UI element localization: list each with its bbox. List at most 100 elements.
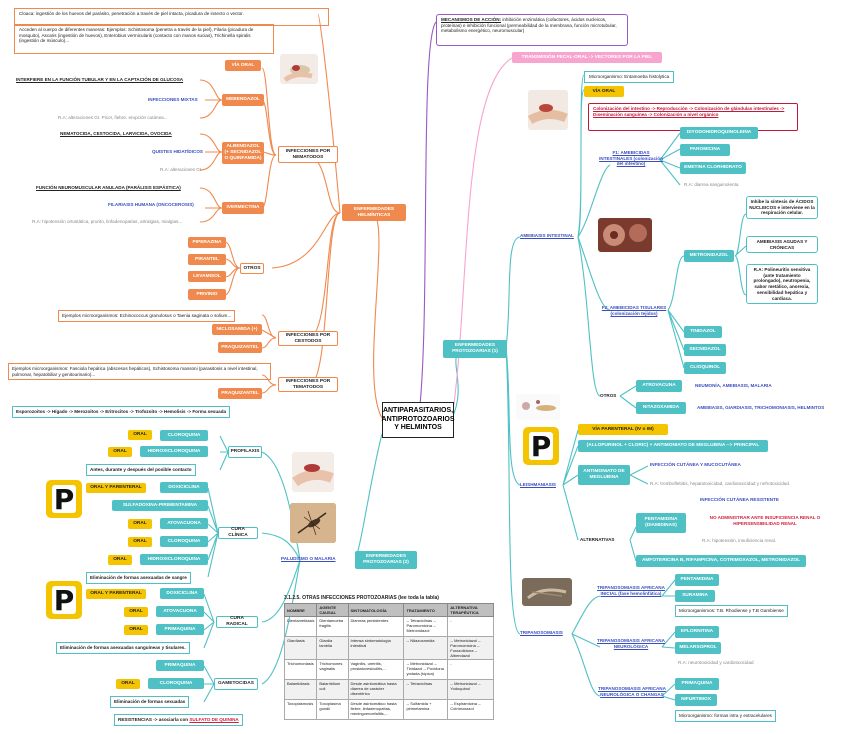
nitazoxamida-infection: AMEBIASIS, GIARDIASIS, TRICHOMONIASIS, H…	[697, 405, 825, 410]
leish-combo: (ALLOPURINOL + CLORIC) + ANTIMONIATO DE …	[578, 440, 768, 452]
malaria-cycle: Esporozoitos -> Hígado -> Merozoitos -> …	[12, 406, 231, 418]
leish-via: VÍA PARENTERAL (IV o IM)	[578, 424, 668, 435]
helm-via-oral: VÍA ORAL	[225, 60, 261, 71]
tripa3-primaquina: PRIMAQUINA	[675, 678, 719, 690]
table-row: Dientamebiasis Dientamoeba fragilis Diar…	[283, 616, 494, 637]
nitazoxamida-drug: NITAZOXAMIDA	[636, 402, 686, 414]
leish-photo	[516, 394, 560, 420]
metro-ra: R.A: Polineuritis sensitiva (ante tratam…	[746, 264, 818, 305]
table-cell: Balantidium coli	[316, 679, 349, 700]
table-row: Trichomoniasis Trichomones vaginalis Vag…	[283, 659, 494, 680]
table-header: NOMBRE	[283, 603, 318, 617]
table-cell: -- Metronidazol -- Paromomicina -- Furaz…	[447, 636, 494, 660]
table-cell: -- Espiramicina -- Cotrimoxazol	[447, 699, 494, 720]
pill-hand-photo	[528, 90, 568, 130]
tinidazol-drug: TINIDAZOL	[684, 326, 722, 338]
pentamidina-ra: R.A: hipotensión, insuficiencia renal.	[702, 538, 777, 543]
cura-radical-node: CURA RADICAL	[216, 616, 258, 628]
pentamidina-warning: NO ADMINISTRAR ANTE INSUFICIENCIA RENAL …	[709, 515, 821, 526]
atrovacuna-drug: ATROVACUNA	[636, 380, 682, 392]
g-primaquina: PRIMAQUINA	[156, 660, 204, 671]
cura-clinica-note: Eliminación de formas asexuadas de sangr…	[86, 572, 191, 584]
parenteral-p-icon: P	[523, 427, 559, 465]
tripa1-micro: Microorganismos: T.B. Rhodiense y T.B Ga…	[675, 605, 788, 617]
protozoa2-branch: ENFERMEDADES PROTOZOARIAS (2)	[355, 551, 417, 569]
cr-route-1: ORAL Y PARENTERAL	[86, 589, 146, 599]
mosquito-photo	[290, 503, 336, 543]
cc-route-3: ORAL	[128, 519, 152, 529]
mebendazol-ra: R.A: alteraciones GI. Picor, fiebre, eru…	[58, 115, 168, 120]
amoeba-photo	[598, 218, 652, 252]
cr-route-3: ORAL	[124, 625, 148, 635]
table-header: ALTERNATIVA TERAPÉUTICA	[447, 603, 494, 617]
table-cell: -- Tetraciclinas	[403, 679, 449, 700]
table-cell: Trichomoniasis	[283, 659, 318, 680]
albendazol-infection: QUISTES HIDATÍDICOS	[152, 149, 203, 154]
gametocidas-note: Eliminación de formas sexuadas	[110, 696, 190, 708]
albendazol-ra: R.A: alteraciones GI.	[160, 167, 203, 172]
cc-cloroquina: CLOROQUINA	[160, 536, 208, 547]
leishmaniasis-node: LEISHMANIASIS	[520, 482, 556, 487]
table-cell: Dientamoeba fragilis	[316, 616, 349, 637]
antimoniato-infection: INFECCIÓN CUTÁNEA Y MUCOCUTÁNEA	[650, 462, 741, 467]
parenteral-p-icon-2: P	[46, 480, 82, 518]
cestodos-node: INFECCIONES POR CESTODOS	[278, 331, 338, 346]
paromicina-drug: PAROMICINA	[680, 144, 730, 156]
f2-amebicidas: F2: AMEBICIDAS TISULARES (colonización t…	[601, 305, 667, 316]
table-caption: 3.1.2.5. OTRAS INFECCIONES PROTOZOARIAS …	[284, 595, 439, 601]
antimoniato-drug: ANTIMONIATO DE MEGLUBINA	[578, 465, 630, 485]
gametocidas-node: GAMETOCIDAS	[214, 678, 258, 690]
table-cell: -- Metronidazol -- Yodoquinol	[447, 679, 494, 700]
g-cloroquina: CLOROQUINA	[148, 678, 204, 689]
privinio-drug: PRIVINIO	[188, 289, 226, 300]
table-header: SINTOMATOLOGÍA	[347, 603, 405, 617]
tripa1-node: TRIPANOSOMIASIS AFRICANA INICIAL (fase h…	[597, 585, 665, 596]
metronidazol-drug: METRONIDAZOL	[684, 250, 734, 262]
albendazol-drug: ALBENDAZOL (+ SECNIDAZOL O QUINFAMIDA)	[222, 142, 264, 164]
mechanism-note: MECANISMOS DE ACCIÓN: inhibición enzimát…	[436, 14, 628, 46]
profilaxis-note: Antes, durante y después del posible con…	[86, 464, 196, 476]
table-cell: Dientamebiasis	[283, 616, 318, 637]
table-cell: -- Sulfamida + pirimetamina	[403, 699, 449, 720]
table-cell: -- Tetraciclinas -- Paromomicina -- Metr…	[403, 616, 449, 637]
cr-atovacuona: ATOVACUONA	[156, 606, 204, 617]
trematodos-node: INFECCIONES POR TEMATODOS	[278, 377, 338, 392]
table-cell: -	[447, 659, 494, 680]
table-cell: Intensa sintomatología intestinal	[347, 636, 405, 660]
table-row: Giardiasis Giardia lamblia Intensa sinto…	[283, 636, 494, 660]
levamisol-drug: LEVAMISOL	[188, 271, 226, 282]
trematodos-examples: Ejemplos microorganismos: Fasciola hepát…	[8, 363, 271, 381]
cc-doxiciclina: DOXICICLINA	[160, 482, 208, 493]
otros-node: OTROS	[240, 263, 264, 274]
nematodos-node: INFECCIONES POR NEMATODOS	[278, 146, 338, 163]
table-cell: Giardia lamblia	[316, 636, 349, 660]
table-cell: Desde asintomática hasta diarrea de cará…	[347, 679, 405, 700]
table-cell: Trichomones vaginalis	[316, 659, 349, 680]
cc-route-4: ORAL	[128, 537, 152, 547]
tripa2-ra: R.A: neurotoxicidad y cardiotoxicidad	[678, 660, 754, 665]
central-topic: ANTIPARASITARIOS, ANTIPROTOZOARIOS Y HEL…	[382, 402, 455, 438]
mebendazol-infection: INFECCIONES MIXTAS	[148, 97, 198, 102]
paludismo-node: PALUDISMO O MALARIA	[281, 556, 336, 561]
tripa2-melarsoprol: MELARSOPROL	[675, 642, 721, 654]
tripa3-node: TRIPANOSOMIASIS AFRICANA NEUROLÓGICA O C…	[598, 686, 666, 697]
proto-otros: OTROS	[600, 393, 617, 398]
cc-atovacuona: ATOVACUONA	[160, 518, 208, 529]
tripa3-micro: Microorganismo: formas intra y extracelu…	[675, 710, 776, 722]
cc-hidroxicloroquina: HIDROXICLOROQUINA	[140, 554, 208, 565]
proto1-via-oral: VÍA ORAL	[584, 86, 624, 97]
ivermectina-mechanism: FUNCIÓN NEUROMUSCULAR ANULADA (PARÁLISIS…	[36, 185, 181, 190]
atrovacuna-infection: NEUMONÍA, AMEBIASIS, MALARIA	[695, 383, 772, 388]
table-cell: Giardiasis	[283, 636, 318, 660]
table-cell: Diarreas persistentes	[347, 616, 405, 637]
cura-clinica-node: CURA CLÍNICA	[218, 527, 258, 539]
metro-indication: AMEBIASIS AGUDAS Y CRÓNICAS	[746, 236, 818, 254]
helm-route-note: Cloaca: ingestión de los huevos del pará…	[14, 8, 329, 26]
parenteral-p-icon-3: P	[46, 581, 82, 619]
g-route-2: ORAL	[116, 679, 140, 689]
prof-cloroquina: CLOROQUINA	[160, 430, 208, 441]
tripanosomiasis-node: TRIPANOSOMIASIS	[520, 630, 563, 635]
secnidazol-drug: SECNIDAZOL	[684, 344, 726, 356]
cc-sulfadoxina: SULFADOXINA-PIRIMENTAMINA	[112, 500, 208, 511]
